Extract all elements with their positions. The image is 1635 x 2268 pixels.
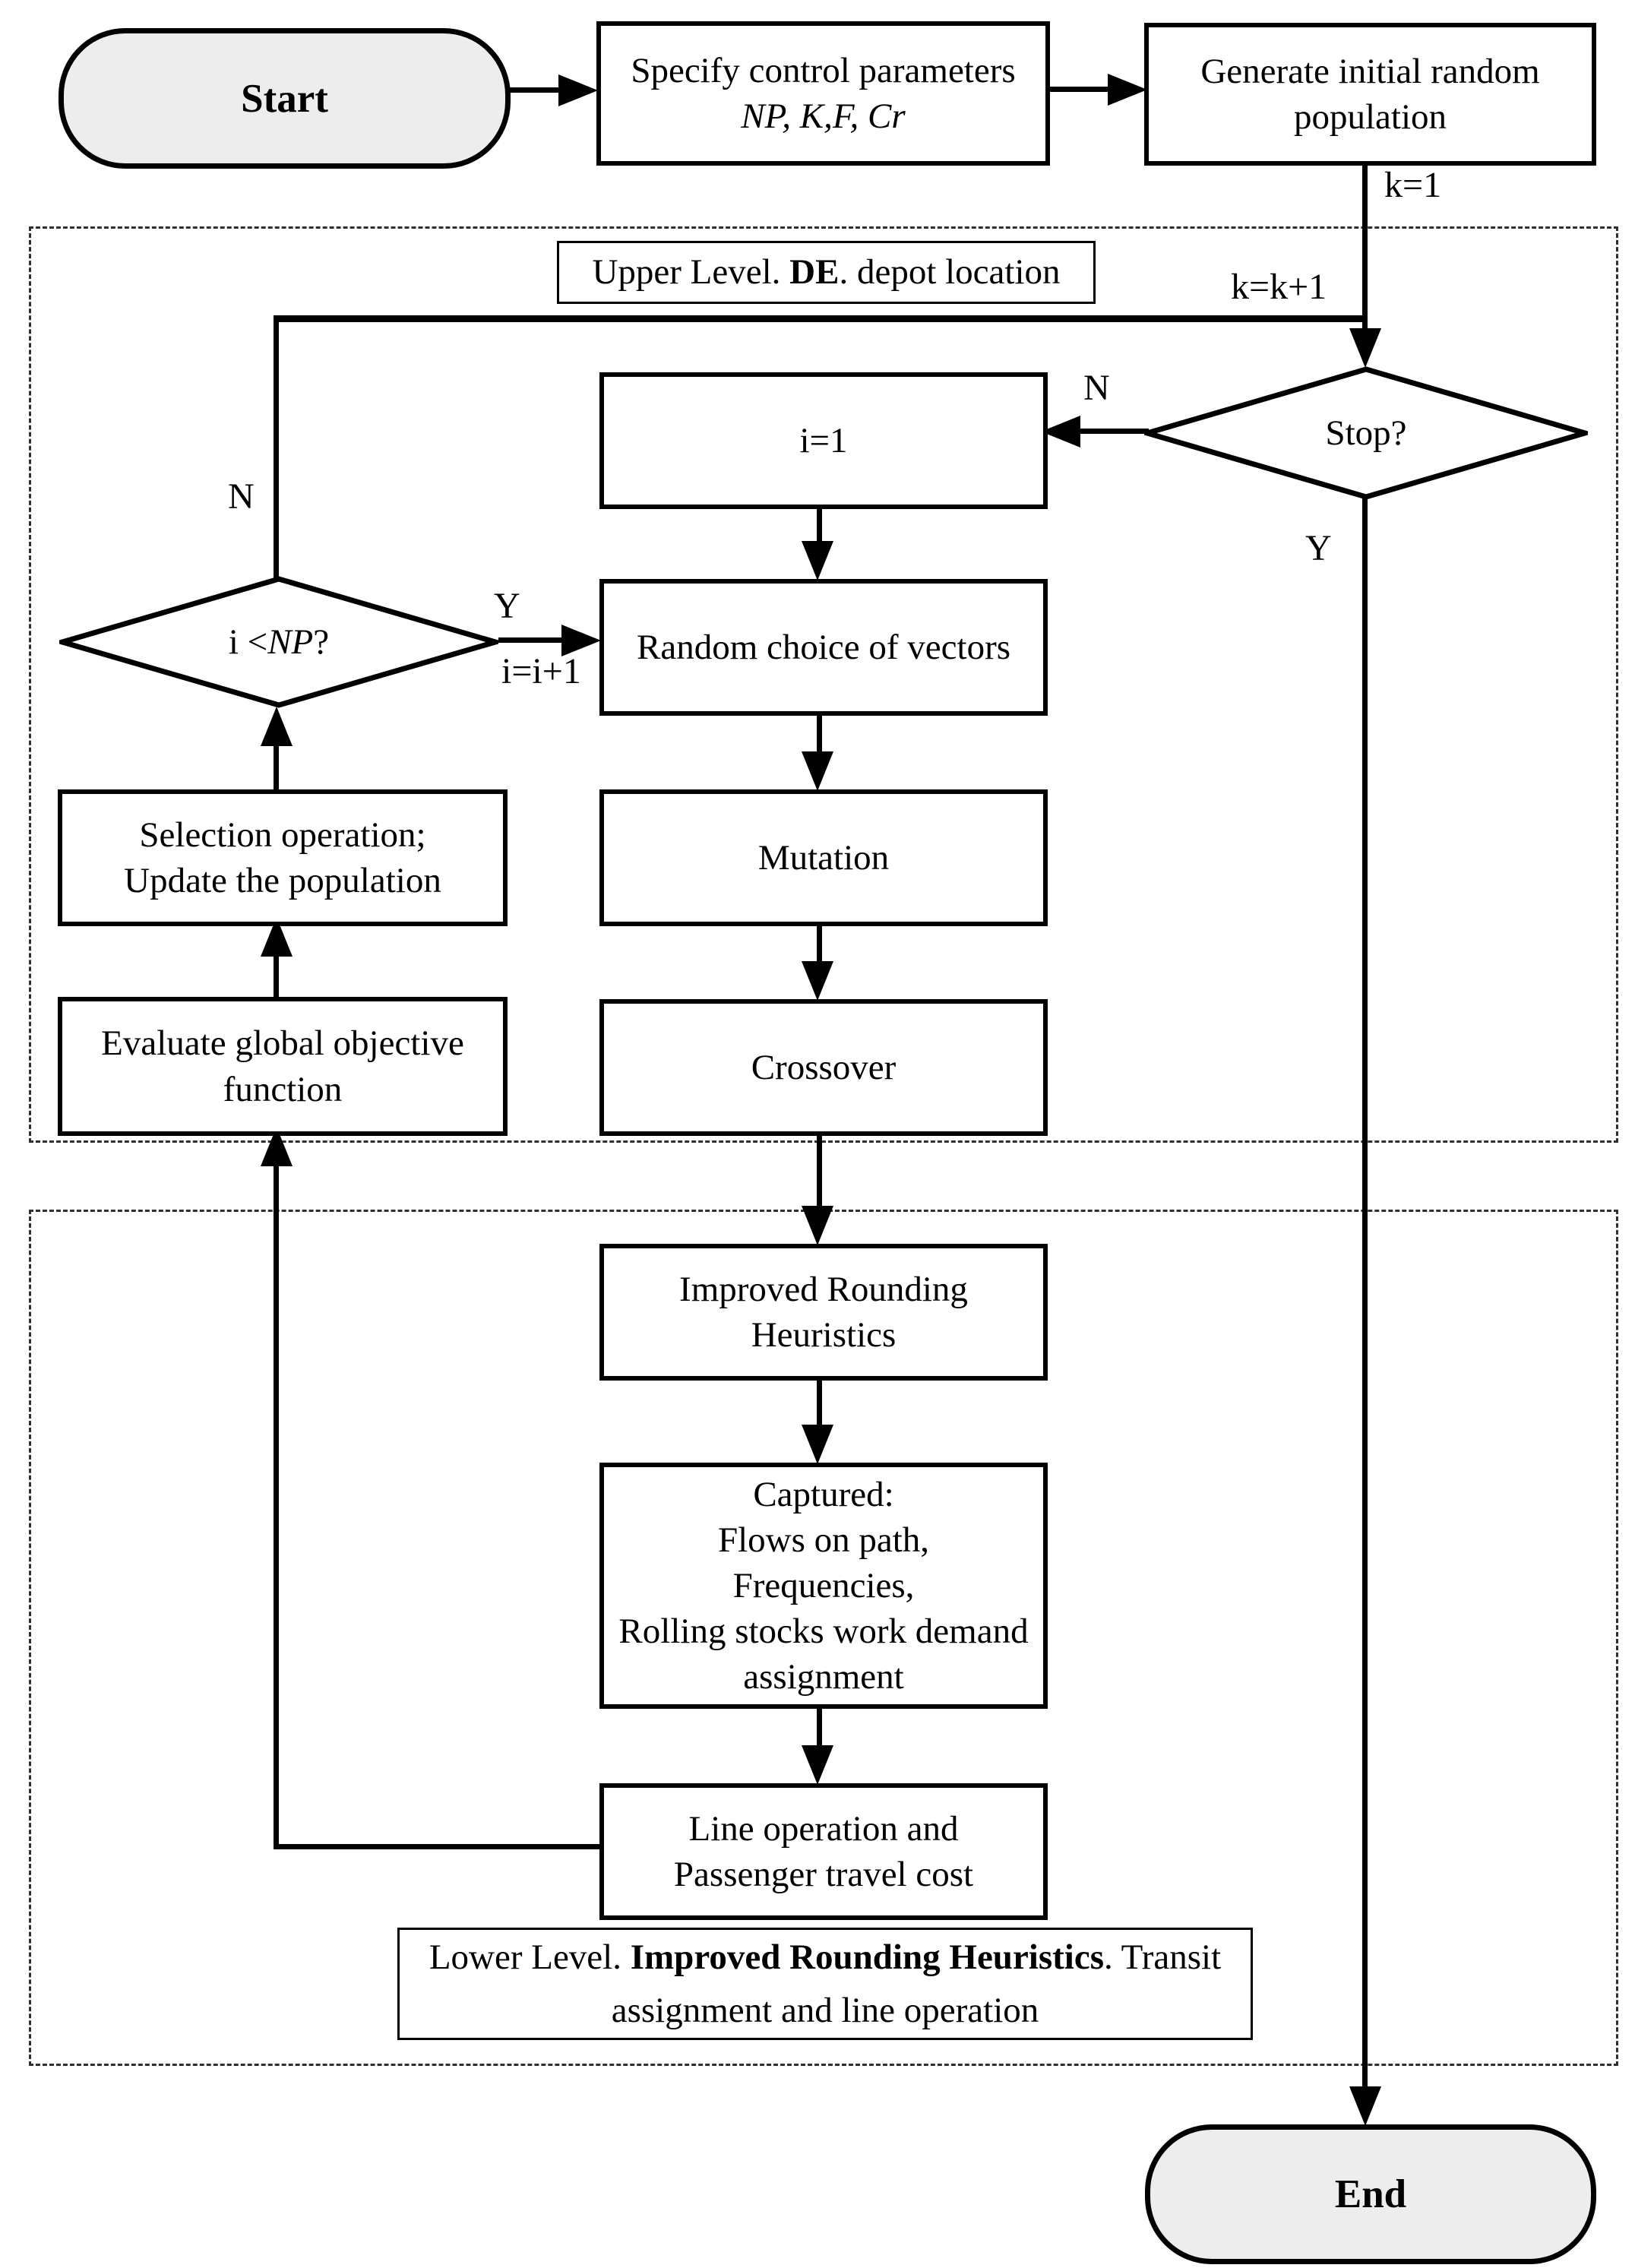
edge-selection-inp-line [274, 743, 279, 793]
process-line-operation-cost: Line operation and Passenger travel cost [599, 1783, 1048, 1920]
edge-inp-random-line [498, 637, 567, 643]
stop-label: Stop? [1325, 413, 1407, 453]
inp-pre: i < [228, 622, 268, 662]
start-label: Start [241, 76, 328, 121]
evaluate-label: Evaluate global objective function [101, 1023, 464, 1109]
arrowhead-into-random [802, 541, 833, 580]
edge-label-y-stop: Y [1305, 528, 1332, 568]
upper-level-section-label: Upper Level. DE. depot location [557, 241, 1096, 304]
captured-label: Captured: Flows on path, Frequencies, Ro… [618, 1474, 1029, 1697]
stop-decision-label-wrap: Stop? [1144, 366, 1588, 500]
edge-label-k-equals-1: k=1 [1384, 165, 1442, 205]
i1-label: i=1 [799, 420, 848, 460]
arrowhead-into-captured [802, 1425, 833, 1464]
edge-start-specify-line [500, 87, 562, 93]
edge-random-mutation-line [817, 704, 822, 754]
inp-post: ? [313, 622, 330, 662]
process-mutation: Mutation [599, 789, 1048, 926]
arrowhead-into-lineop [802, 1745, 833, 1785]
specify-line2-parameters: NP, K,F, Cr [741, 96, 906, 136]
lower-level-section-label: Lower Level. Improved Rounding Heuristic… [397, 1928, 1253, 2040]
process-evaluate-objective: Evaluate global objective function [58, 997, 508, 1136]
random-label: Random choice of vectors [636, 627, 1011, 667]
edge-inp-n-up-line [274, 319, 279, 581]
edge-mutation-crossover-line [817, 914, 822, 964]
edge-stop-end-line [1362, 498, 1368, 2089]
improved-label: Improved Rounding Heuristics [679, 1269, 968, 1355]
arrowhead-into-inp-diamond [261, 707, 293, 746]
arrowhead-into-specify [558, 74, 598, 106]
end-terminal: End [1145, 2124, 1596, 2264]
arrowhead-into-mutation [802, 751, 833, 791]
crossover-label: Crossover [751, 1047, 897, 1087]
lineop-label: Line operation and Passenger travel cost [673, 1808, 974, 1894]
edge-lineop-left-line [274, 1844, 605, 1849]
process-random-choice: Random choice of vectors [599, 579, 1048, 716]
process-captured-outputs: Captured: Flows on path, Frequencies, Ro… [599, 1463, 1048, 1709]
edge-improved-captured-line [817, 1368, 822, 1428]
process-specify-parameters: Specify control parameters NP, K,F, Cr [596, 21, 1050, 166]
edge-generate-stop-line [1362, 155, 1368, 331]
upper-level-section-frame [29, 226, 1618, 1143]
mutation-label: Mutation [757, 837, 890, 878]
edge-captured-lineop-line [817, 1697, 822, 1748]
edge-label-y-inp: Y [494, 586, 520, 626]
upper-label-text: Upper Level. DE. depot location [592, 252, 1061, 293]
arrowhead-into-improved [802, 1206, 833, 1245]
arrowhead-into-generate [1108, 74, 1147, 106]
arrowhead-into-random-left [561, 625, 601, 656]
edge-i1-random-line [817, 497, 822, 544]
i-less-np-decision-diamond [59, 576, 498, 708]
edge-label-n-stop: N [1083, 368, 1110, 408]
generate-label: Generate initial random population [1200, 51, 1540, 137]
edge-kk1-feedback-line [274, 315, 1368, 322]
process-generate-population: Generate initial random population [1144, 23, 1596, 166]
stop-decision-diamond [1144, 366, 1588, 500]
edge-stop-i1-line [1076, 429, 1149, 434]
arrowhead-into-end [1349, 2086, 1381, 2126]
i-less-np-label-wrap: i < NP ? [59, 576, 498, 708]
arrowhead-into-stop [1349, 328, 1381, 368]
edge-crossover-improved-line [817, 1124, 822, 1209]
inp-var: NP [267, 622, 314, 662]
process-improved-rounding: Improved Rounding Heuristics [599, 1244, 1048, 1381]
selection-label: Selection operation; Update the populati… [124, 815, 441, 900]
edge-evaluate-selection-line [274, 951, 279, 1001]
start-terminal: Start [59, 28, 511, 169]
edge-label-k-increment: k=k+1 [1231, 267, 1327, 307]
edge-specify-generate-line [1041, 87, 1111, 92]
arrowhead-into-crossover [802, 961, 833, 1001]
end-label: End [1334, 2172, 1407, 2216]
lower-label-text: Lower Level. Improved Rounding Heuristic… [429, 1937, 1222, 2031]
edge-label-n-inp: N [228, 476, 255, 517]
process-i-equals-1: i=1 [599, 372, 1048, 509]
process-selection-update: Selection operation; Update the populati… [58, 789, 508, 926]
specify-line1: Specify control parameters [631, 50, 1016, 90]
process-crossover: Crossover [599, 999, 1048, 1136]
edge-label-i-increment: i=i+1 [501, 651, 581, 691]
edge-left-up-line [274, 1161, 279, 1849]
